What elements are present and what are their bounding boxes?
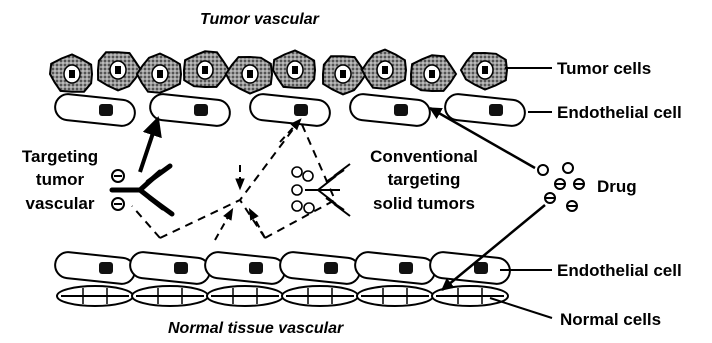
endothelial-cell — [54, 251, 136, 285]
endothelial-cell — [204, 251, 286, 285]
tumor-cell — [98, 52, 141, 90]
drug-particles-icon — [538, 163, 584, 211]
label-tumor-cells: Tumor cells — [557, 59, 651, 78]
normal-cell — [207, 286, 283, 306]
tumor-cell — [273, 51, 315, 88]
endothelial-cell — [279, 251, 361, 285]
endothelial-cell — [129, 251, 211, 285]
normal-cell — [57, 286, 133, 306]
tumor-cells-row — [50, 50, 507, 95]
caption-targeting-line1: Targeting — [22, 147, 98, 166]
endothelial-cell — [354, 251, 436, 285]
tumor-cell — [137, 54, 181, 93]
label-drug: Drug — [597, 177, 637, 196]
leader-normal-cells — [490, 298, 552, 318]
endothelial-cell — [349, 93, 431, 127]
endothelial-row-bottom — [54, 251, 511, 285]
caption-targeting-line2: tumor — [36, 170, 85, 189]
tumor-cell — [50, 55, 92, 92]
caption-conventional-line2: targeting — [388, 170, 461, 189]
tumor-cell — [362, 50, 406, 89]
tumor-cell — [226, 57, 272, 94]
label-normal-cells: Normal cells — [560, 310, 661, 329]
normal-cell — [357, 286, 433, 306]
caption-conventional-line3: solid tumors — [373, 194, 475, 213]
normal-cell — [282, 286, 358, 306]
normal-cell — [132, 286, 208, 306]
dashed-arrow-left — [215, 210, 232, 240]
tumor-cell — [461, 53, 507, 90]
caption-targeting-line3: vascular — [26, 194, 95, 213]
label-endothelial-bottom: Endothelial cell — [557, 261, 682, 280]
title-top: Tumor vascular — [200, 11, 320, 28]
dashed-arrow-right — [250, 210, 265, 238]
caption-conventional-line1: Conventional — [370, 147, 478, 166]
title-bottom: Normal tissue vascular — [168, 320, 344, 337]
arrow-targeting-up — [140, 118, 158, 172]
endothelial-cell — [54, 93, 136, 127]
endothelial-cell — [249, 93, 331, 127]
tumor-cell — [411, 55, 456, 91]
tumor-cell — [184, 51, 229, 87]
endothelial-cell — [149, 93, 231, 127]
label-endothelial-top: Endothelial cell — [557, 103, 682, 122]
normal-cells-row — [57, 286, 508, 306]
tumor-cell — [323, 56, 366, 94]
